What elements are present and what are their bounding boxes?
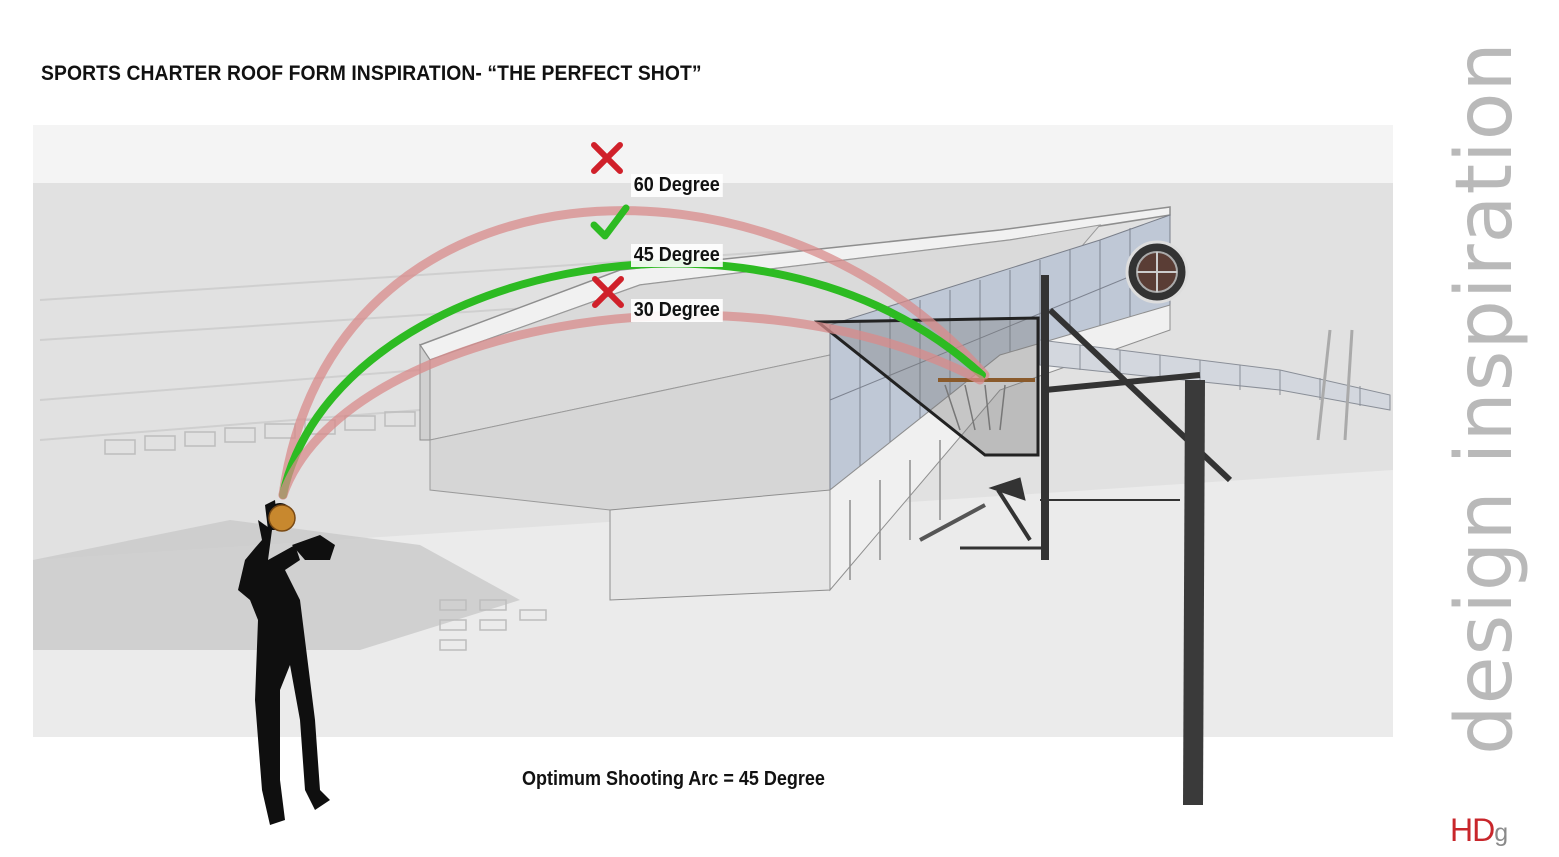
logo-suffix: g — [1494, 819, 1508, 847]
cross-icon — [591, 142, 623, 174]
arena-logo — [1125, 240, 1189, 304]
parking-marks — [104, 411, 547, 651]
arc-30-degree — [278, 310, 985, 500]
arc-label-30: 30 Degree — [631, 299, 723, 322]
page-title: SPORTS CHARTER ROOF FORM INSPIRATION- “T… — [41, 62, 702, 85]
apron-lower — [33, 470, 1393, 737]
logo-main: HD — [1450, 812, 1495, 848]
arc-60-degree — [278, 206, 990, 500]
basketball — [268, 504, 296, 532]
building-side-face — [829, 304, 1171, 592]
arc-45-degree — [279, 259, 986, 499]
arc-label-45: 45 Degree — [631, 244, 723, 267]
sky-band — [33, 125, 1393, 183]
building-columns — [849, 440, 941, 580]
airport-light-posts — [1316, 329, 1354, 441]
arc-label-60: 60 Degree — [631, 174, 723, 197]
cross-icon — [592, 276, 624, 308]
backboard — [813, 316, 1040, 457]
hdg-logo: HDg — [1450, 812, 1508, 849]
check-icon — [590, 204, 630, 240]
side-heading: design inspiration — [1440, 40, 1531, 755]
side-heading-container: design inspiration — [1440, 40, 1530, 755]
building-box-left — [419, 343, 431, 441]
basketball-hoop — [813, 275, 1233, 806]
building-base-face — [609, 489, 831, 601]
optimum-arc-caption: Optimum Shooting Arc = 45 Degree — [522, 768, 825, 790]
